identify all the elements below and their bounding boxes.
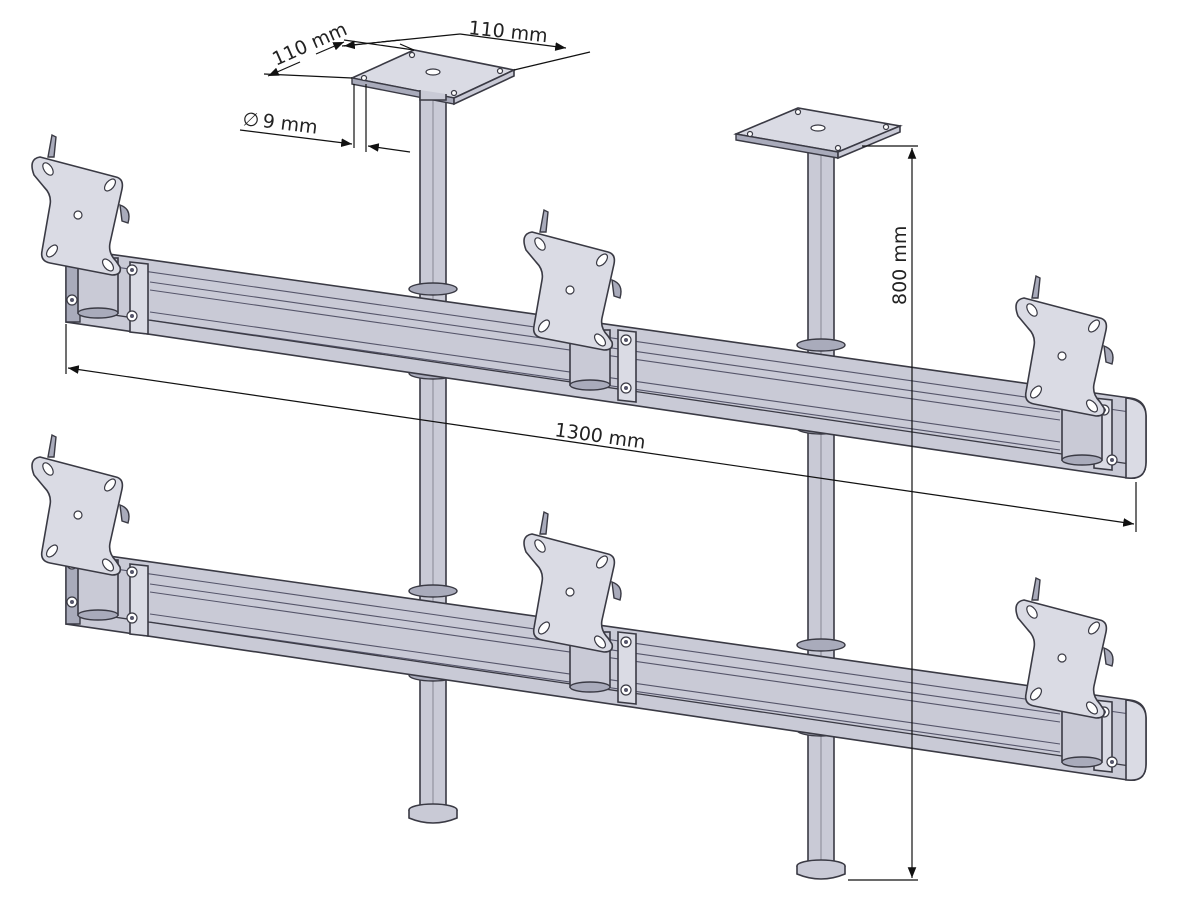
left-pole <box>408 95 458 824</box>
left-ceiling-plate <box>349 49 517 106</box>
plate-width-label: 110 mm <box>467 17 548 47</box>
overall-height-label: 800 mm <box>889 226 911 305</box>
right-pole <box>796 145 846 880</box>
hole-diameter-label: 9 mm <box>261 110 318 139</box>
diameter-symbol: ∅ <box>241 108 260 132</box>
hole-diameter-dimension: ∅ 9 mm <box>239 84 411 153</box>
overall-height-dimension: 800 mm <box>848 145 918 881</box>
right-ceiling-plate <box>733 107 903 160</box>
overall-length-label: 1300 mm <box>553 419 647 454</box>
